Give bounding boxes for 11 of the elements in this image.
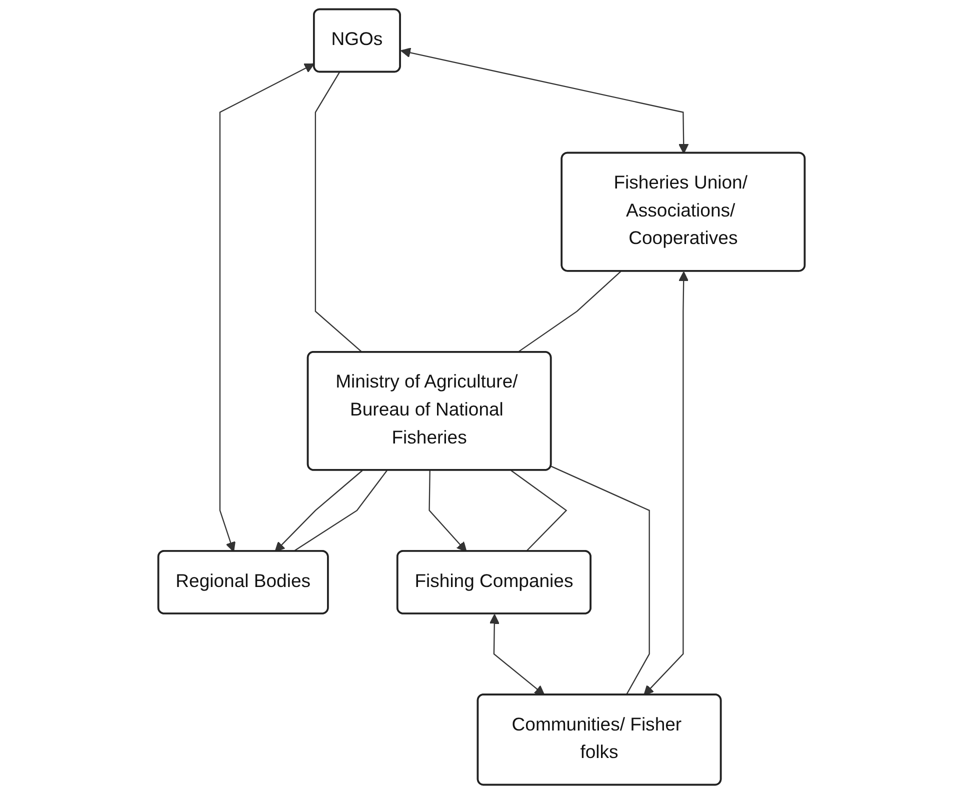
connector <box>517 271 622 353</box>
arrow <box>428 470 467 552</box>
connector <box>314 72 363 353</box>
arrow <box>644 271 689 696</box>
arrow <box>489 614 545 696</box>
arrow <box>274 470 363 552</box>
arrow <box>219 63 314 552</box>
connector <box>510 470 568 552</box>
connector <box>292 470 388 552</box>
arrow <box>400 48 689 154</box>
connector <box>550 466 650 696</box>
